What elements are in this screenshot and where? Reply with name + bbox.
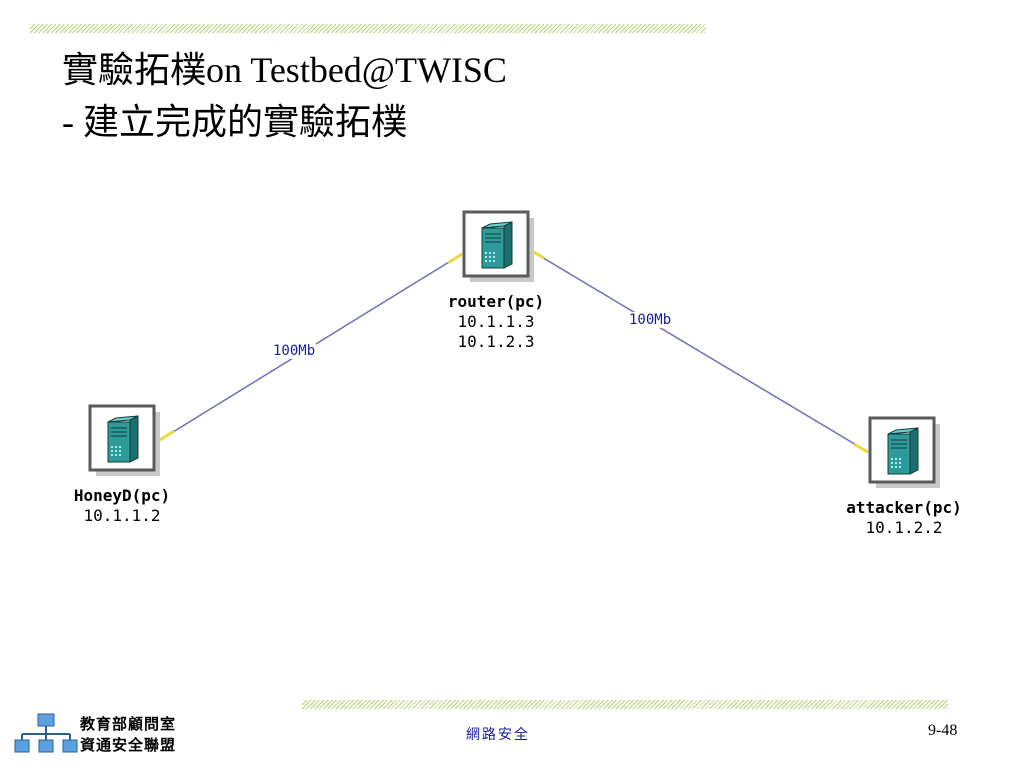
page-number: 9-48 bbox=[928, 722, 958, 739]
node-ip: 10.1.2.3 bbox=[457, 332, 535, 351]
bottom-decorative-divider bbox=[302, 700, 948, 709]
slide-title: 實驗拓樸on Testbed@TWISC bbox=[62, 50, 507, 90]
slide-subtitle: - 建立完成的實驗拓樸 bbox=[62, 102, 407, 142]
node-ip: 10.1.1.3 bbox=[457, 312, 535, 331]
router-node-icon[interactable] bbox=[462, 210, 536, 284]
organization-name: 教育部顧問室 資通安全聯盟 bbox=[80, 714, 176, 756]
node-ip: 10.1.1.2 bbox=[83, 506, 161, 525]
honeyd-node-icon[interactable] bbox=[88, 404, 162, 478]
link-endpoint-marker bbox=[159, 429, 175, 442]
node-name: attacker(pc) bbox=[846, 498, 962, 517]
org-line: 資通安全聯盟 bbox=[80, 736, 177, 754]
org-line: 教育部顧問室 bbox=[80, 715, 177, 733]
link-router-attacker bbox=[529, 249, 869, 453]
router-node-label[interactable]: router(pc) 10.1.1.3 10.1.2.3 bbox=[448, 292, 544, 352]
link-label-honeyd-router: 100Mb bbox=[272, 343, 317, 359]
link-endpoint-marker bbox=[447, 252, 463, 265]
attacker-node-icon[interactable] bbox=[868, 416, 942, 490]
top-decorative-divider bbox=[30, 24, 706, 33]
footer-course-title: 網路安全 bbox=[466, 727, 530, 743]
honeyd-node-label[interactable]: HoneyD(pc) 10.1.1.2 bbox=[74, 486, 170, 526]
node-name: router(pc) bbox=[447, 292, 545, 311]
link-endpoint-marker bbox=[853, 442, 869, 454]
network-logo-icon bbox=[14, 713, 78, 753]
attacker-node-label[interactable]: attacker(pc) 10.1.2.2 bbox=[846, 498, 962, 538]
node-ip: 10.1.2.2 bbox=[865, 518, 943, 537]
link-label-router-attacker: 100Mb bbox=[628, 312, 673, 328]
node-name: HoneyD(pc) bbox=[73, 486, 171, 505]
